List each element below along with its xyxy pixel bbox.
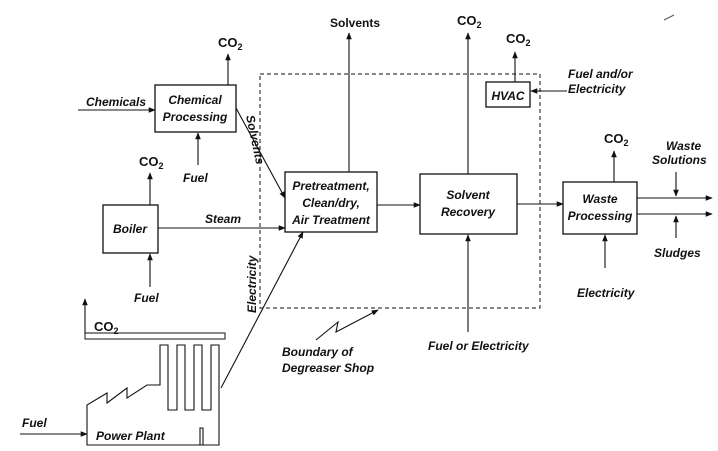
hvac-fuel-label-2: Electricity (568, 82, 627, 96)
pretreatment-label-3: Air Treatment (291, 213, 371, 227)
boundary-label-1: Boundary of (282, 345, 354, 359)
boiler-fuel-label: Fuel (134, 291, 159, 305)
solvents-diagonal-label: Solvents (243, 114, 267, 166)
waste-solutions-label-1: Waste (666, 139, 701, 153)
pretreatment-label-2: Clean/dry, (302, 196, 360, 210)
chemical-processing-label-1: Chemical (168, 93, 222, 107)
power-plant-label: Power Plant (96, 429, 166, 443)
chemical-fuel-label: Fuel (183, 171, 208, 185)
electricity-vertical-label: Electricity (245, 254, 259, 313)
waste-solutions-label-2: Solutions (652, 153, 707, 167)
solvents-out-label: Solvents (330, 16, 380, 30)
sludges-label: Sludges (654, 246, 701, 260)
waste-processing-box (563, 182, 637, 234)
waste-processing-label-1: Waste (582, 192, 617, 206)
steam-label: Steam (205, 212, 241, 226)
boiler-label: Boiler (113, 222, 148, 236)
solvent-recovery-box (420, 174, 517, 234)
boundary-pointer (316, 310, 378, 340)
waste-processing-label-2: Processing (568, 209, 633, 223)
chemical-processing-label-2: Processing (163, 110, 228, 124)
hvac-label: HVAC (491, 89, 524, 103)
power-plant-co2-label: CO2 (94, 319, 119, 336)
boundary-label-2: Degreaser Shop (282, 361, 374, 375)
pretreatment-label-1: Pretreatment, (292, 179, 369, 193)
scan-mark (664, 15, 674, 20)
waste-electricity-label: Electricity (577, 286, 636, 300)
waste-co2-label: CO2 (604, 131, 629, 148)
recovery-co2-label: CO2 (457, 13, 482, 30)
chemicals-label: Chemicals (86, 95, 146, 109)
boiler-co2-label: CO2 (139, 154, 164, 171)
fuel-or-electricity-label: Fuel or Electricity (428, 339, 530, 353)
hvac-co2-label: CO2 (506, 31, 531, 48)
solvent-recovery-label-1: Solvent (446, 188, 490, 202)
power-plant-fuel-label: Fuel (22, 416, 47, 430)
solvent-recovery-label-2: Recovery (441, 205, 496, 219)
chemical-co2-label: CO2 (218, 35, 243, 52)
hvac-fuel-label-1: Fuel and/or (568, 67, 634, 81)
